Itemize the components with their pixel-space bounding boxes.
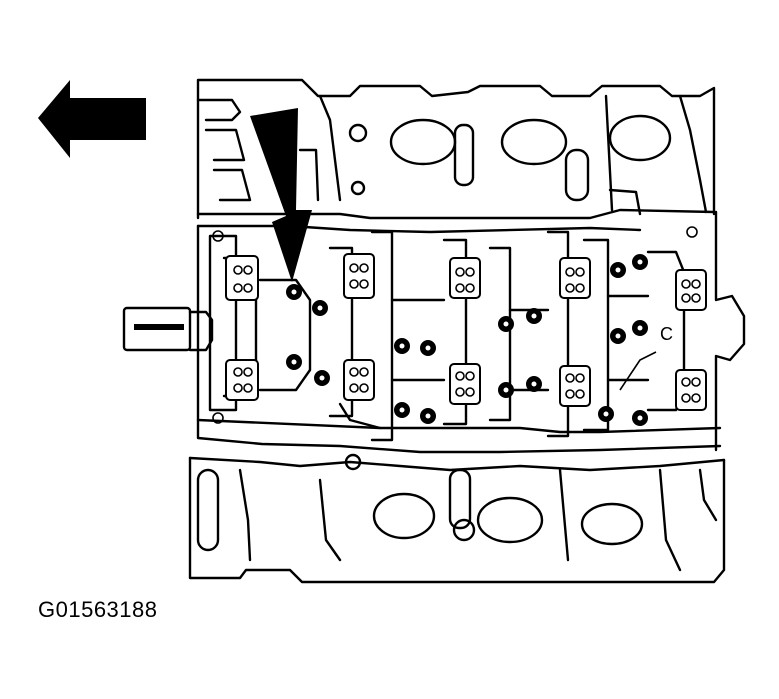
cap-bolt-center [399,343,405,349]
cap-bolt-center [531,313,537,319]
figure-code: G01563188 [38,597,158,622]
cap-bolt-center [399,407,405,413]
arrow-down-icon [250,108,312,282]
cap-bolt-center [615,267,621,273]
lower-block [188,418,726,584]
cap-bolt-center [603,411,609,417]
cap-bolt-center [291,289,297,295]
cap-bolt-center [637,259,643,265]
arrow-left-icon [38,80,146,158]
label-c: C [660,324,673,344]
cap-bolt-center [637,325,643,331]
bearing-caps [212,226,707,424]
cap-bolt-center [637,415,643,421]
cap-bolt-center [425,345,431,351]
cap-bolts [286,254,648,426]
crank-snout [122,306,214,352]
cap-bolt-center [503,387,509,393]
cap-bolt-center [291,359,297,365]
cap-bolt-center [615,333,621,339]
cap-bolt-center [425,413,431,419]
cap-bolt-center [531,381,537,387]
cap-bolt-center [319,375,325,381]
cap-bolt-center [317,305,323,311]
cap-bolt-center [503,321,509,327]
upper-block [196,78,716,234]
